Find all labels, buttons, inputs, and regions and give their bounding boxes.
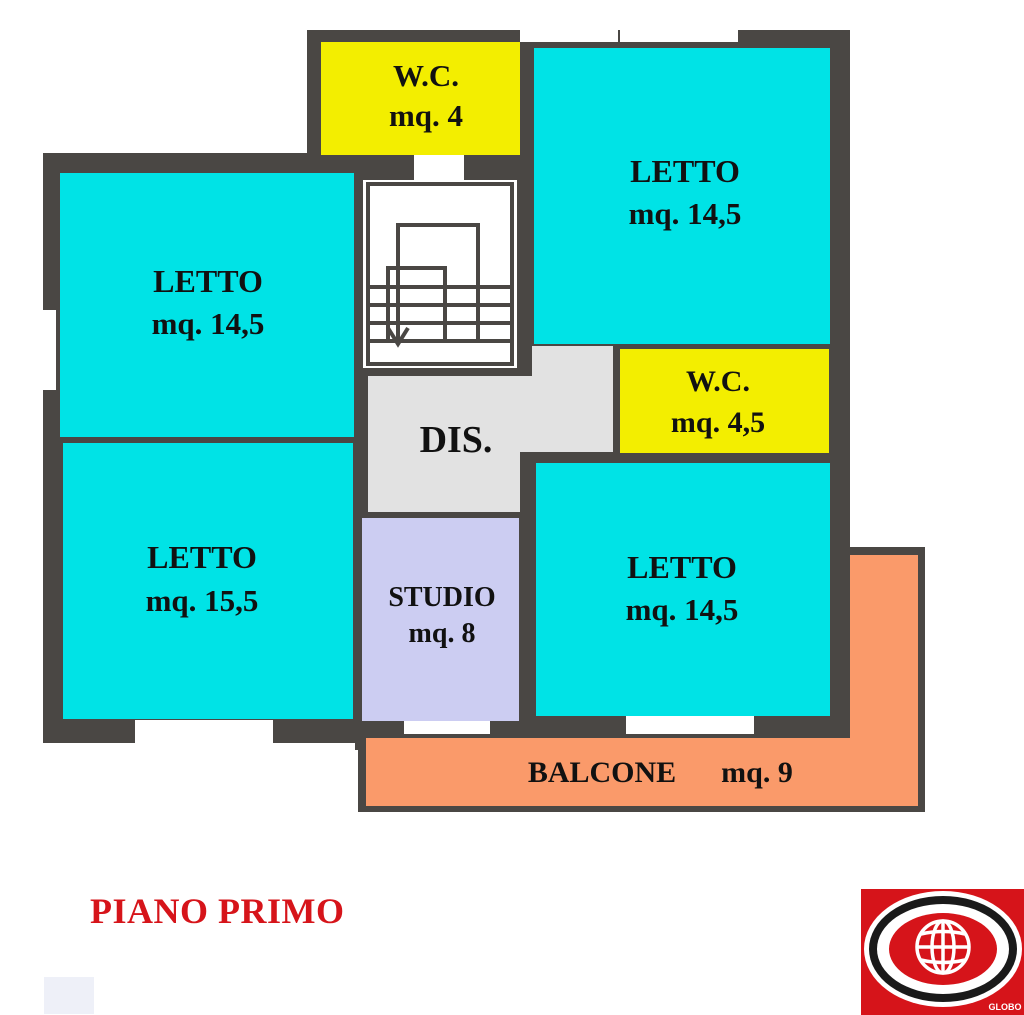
letto-top-left-area: mq. 14,5 xyxy=(152,306,265,341)
floor-title: PIANO PRIMO xyxy=(90,891,345,931)
floor-plan: W.C. mq. 4 LETTO mq. 14,5 LETTO mq. 14,5… xyxy=(41,28,925,812)
balcone-name: BALCONE xyxy=(528,756,676,789)
studio-area: mq. 8 xyxy=(409,618,476,649)
balcone-area: mq. 9 xyxy=(721,756,793,789)
wc-mid-name: W.C. xyxy=(686,365,750,398)
wall-openings xyxy=(41,28,754,746)
letto-bottom-left-name: LETTO xyxy=(147,539,257,575)
wc-top-area: mq. 4 xyxy=(389,98,463,133)
globo-logo: GLOBO xyxy=(861,889,1024,1015)
logo-text: GLOBO xyxy=(989,1002,1022,1012)
room-balcone xyxy=(366,555,918,806)
letto-top-left-name: LETTO xyxy=(153,263,263,299)
globe-icon xyxy=(915,919,971,975)
letto-bottom-right-area: mq. 14,5 xyxy=(626,592,739,627)
room-letto-bottom-left xyxy=(63,443,353,719)
letto-top-right-area: mq. 14,5 xyxy=(629,196,742,231)
letto-top-right-name: LETTO xyxy=(630,153,740,189)
room-wc-mid xyxy=(620,349,829,453)
wc-top-name: W.C. xyxy=(393,58,459,93)
letto-bottom-right-name: LETTO xyxy=(627,549,737,585)
room-studio xyxy=(362,518,519,721)
wc-mid-area: mq. 4,5 xyxy=(671,406,765,439)
corner-swatch xyxy=(44,977,94,1014)
dis-name: DIS. xyxy=(420,419,493,461)
room-letto-top-left xyxy=(60,173,354,437)
room-letto-top-right xyxy=(534,48,830,344)
staircase xyxy=(363,180,517,368)
staircase-down-icon xyxy=(386,326,410,348)
room-letto-bottom-right xyxy=(536,463,830,716)
room-wc-top xyxy=(321,42,520,155)
room-dis xyxy=(368,346,613,512)
studio-name: STUDIO xyxy=(388,582,495,613)
letto-bottom-left-area: mq. 15,5 xyxy=(146,583,259,618)
